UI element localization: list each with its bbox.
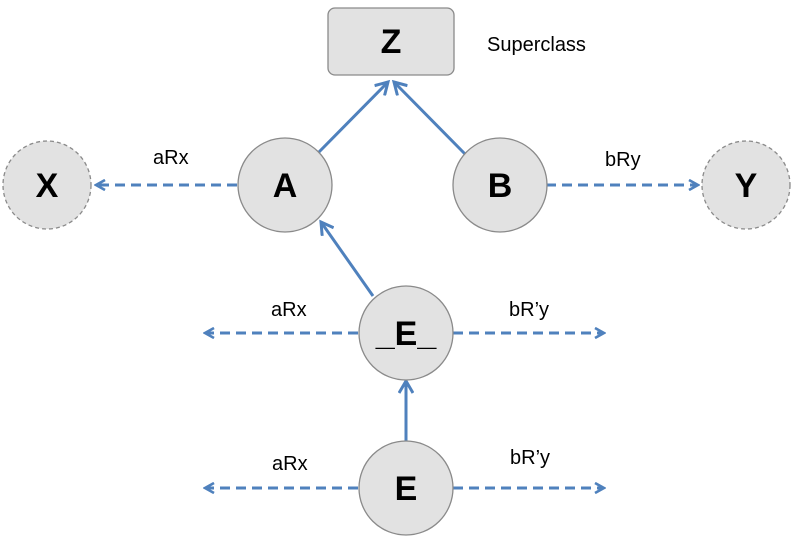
edge-label-e-left: aRx bbox=[272, 453, 308, 475]
node-z[interactable]: Z bbox=[327, 7, 455, 76]
node-e-mid-label: _E_ bbox=[375, 315, 438, 353]
node-x-label: X bbox=[36, 167, 59, 205]
node-z-box bbox=[327, 7, 455, 76]
node-y[interactable]: Y bbox=[701, 140, 791, 230]
node-a-circle bbox=[237, 137, 333, 233]
node-e-label: E bbox=[395, 470, 418, 508]
node-x-circle bbox=[2, 140, 92, 230]
node-y-label: Y bbox=[735, 167, 758, 205]
node-e-mid-circle bbox=[358, 285, 454, 381]
node-e-mid[interactable]: _E_ bbox=[358, 285, 454, 381]
edge-b-to-z bbox=[394, 82, 468, 157]
node-b-label: B bbox=[488, 167, 513, 205]
node-e-circle bbox=[358, 440, 454, 536]
node-z-label: Z bbox=[381, 23, 402, 61]
node-x[interactable]: X bbox=[2, 140, 92, 230]
node-b[interactable]: B bbox=[452, 137, 548, 233]
superclass-annotation: Superclass bbox=[487, 34, 586, 56]
node-y-circle bbox=[701, 140, 791, 230]
edge-label-b-to-y: bRy bbox=[605, 149, 641, 171]
node-b-circle bbox=[452, 137, 548, 233]
node-a-label: A bbox=[273, 167, 298, 205]
edge-label-e-mid-left: aRx bbox=[271, 299, 307, 321]
edge-e-mid-to-a bbox=[321, 222, 375, 297]
edge-a-to-z bbox=[316, 82, 388, 155]
edge-label-a-to-x: aRx bbox=[153, 147, 189, 169]
node-a[interactable]: A bbox=[237, 137, 333, 233]
edge-label-e-right: bR’y bbox=[510, 447, 550, 469]
node-e[interactable]: E bbox=[358, 440, 454, 536]
edge-label-e-mid-right: bR’y bbox=[509, 299, 549, 321]
